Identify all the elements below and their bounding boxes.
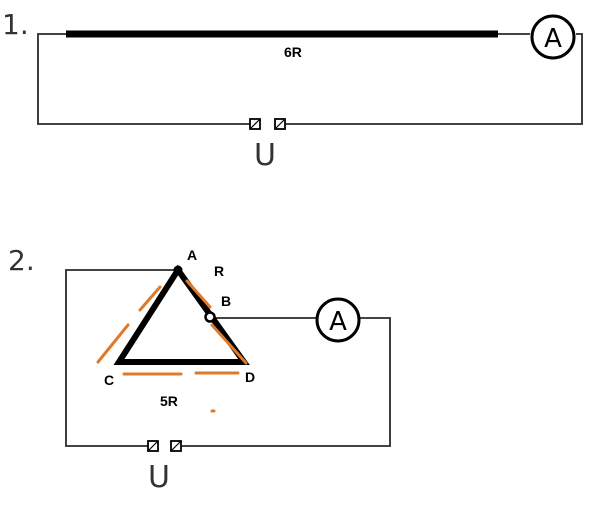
circuit-2-source-label: U bbox=[148, 460, 170, 495]
node-b-dot bbox=[204, 311, 216, 323]
circuit-2-number: 2. bbox=[8, 244, 35, 277]
circuit-1-meter-label: A bbox=[544, 24, 562, 54]
orange-highlights bbox=[96, 279, 248, 413]
triangle-conductor bbox=[113, 264, 250, 365]
circuit-2-wire-right bbox=[182, 317, 391, 447]
terminal-icon bbox=[170, 440, 182, 452]
circuit-1-resistor-label: 6R bbox=[284, 44, 302, 60]
terminal-icon bbox=[274, 118, 286, 130]
circuit-2-wire-left bbox=[65, 269, 178, 447]
node-c-label: C bbox=[104, 372, 114, 388]
ammeter-icon: A bbox=[530, 14, 576, 60]
circuit-1: 1. 6R A U bbox=[2, 8, 583, 173]
circuit-1-number: 1. bbox=[2, 8, 29, 41]
terminal-icon bbox=[147, 440, 159, 452]
circuit-1-source-label: U bbox=[254, 138, 276, 173]
circuit-2-meter-label: A bbox=[329, 307, 347, 337]
node-d-label: D bbox=[245, 369, 255, 385]
terminal-icon bbox=[249, 118, 261, 130]
node-b-label: B bbox=[221, 293, 231, 309]
circuit-1-wire bbox=[37, 33, 583, 125]
bottom-resistance-label: 5R bbox=[160, 393, 178, 409]
segment-ab-label: R bbox=[214, 263, 224, 279]
node-a-label: A bbox=[187, 247, 197, 263]
node-a-dot bbox=[173, 265, 183, 275]
circuit-2: 2. A B C D R 5R A bbox=[8, 244, 391, 495]
ammeter-icon: A bbox=[315, 297, 361, 343]
